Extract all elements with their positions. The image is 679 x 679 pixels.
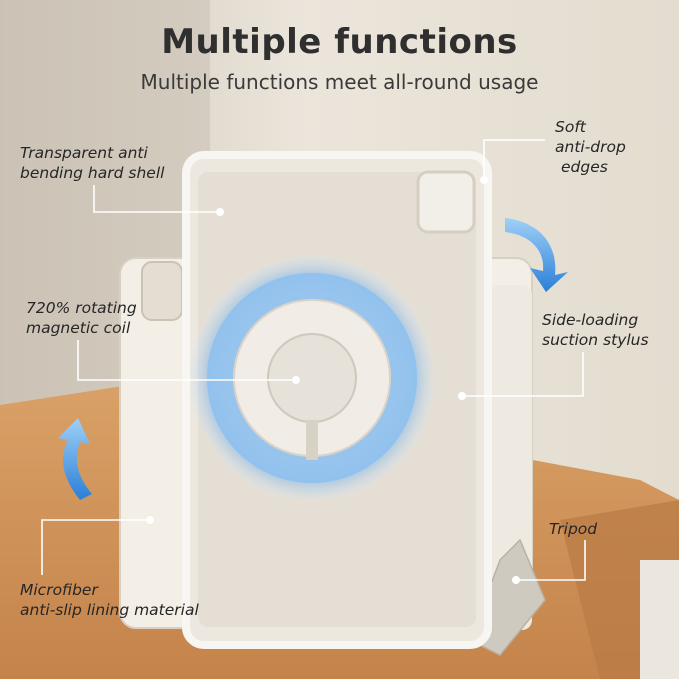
magnetic-coil-hole xyxy=(267,333,357,423)
anchor-tripod xyxy=(512,576,520,584)
callout-edges-line-3: edges xyxy=(561,158,608,176)
leader-coil xyxy=(77,340,296,381)
anchor-coil xyxy=(292,376,300,384)
callout-coil-line-2: magnetic coil xyxy=(26,319,131,337)
callout-edges-line-1: Soft xyxy=(555,118,586,136)
callout-lining-line-1: Microfiber xyxy=(20,581,98,599)
leader-tripod xyxy=(516,540,586,581)
leader-stylus xyxy=(462,352,584,397)
callout-edges-line-2: anti-drop xyxy=(555,138,626,156)
floor-right xyxy=(640,560,679,679)
hard-shell-camera-cutout xyxy=(416,170,476,234)
rotate-arrow-left-icon xyxy=(58,418,92,500)
leader-lining xyxy=(41,519,150,575)
anchor-edges xyxy=(480,176,488,184)
callout-lining: Microfiber anti-slip lining material xyxy=(20,580,199,620)
callout-anchor-dots xyxy=(146,176,520,584)
anchor-stylus xyxy=(458,392,466,400)
leader-edges xyxy=(483,139,545,180)
callout-lining-line-2: anti-slip lining material xyxy=(20,601,199,619)
magnetic-coil-ring xyxy=(207,273,417,483)
rotate-arrow-right-icon xyxy=(505,218,568,292)
callout-stylus-line-2: suction stylus xyxy=(542,331,649,349)
page-title: Multiple functions xyxy=(161,22,518,62)
callout-stylus-line-1: Side-loading xyxy=(542,311,639,329)
folio-cover-left-camera xyxy=(141,261,183,321)
magnetic-coil-notch xyxy=(306,420,318,460)
callout-shell: Transparent anti bending hard shell xyxy=(20,143,164,183)
callout-leader-lines xyxy=(41,139,586,581)
callout-shell-line-1: Transparent anti xyxy=(20,144,148,162)
callout-coil: 720% rotating magnetic coil xyxy=(26,298,137,338)
leader-shell xyxy=(93,185,220,213)
page-subtitle: Multiple functions meet all-round usage xyxy=(140,70,539,94)
callout-edges: Soft anti-drop edges xyxy=(555,117,626,177)
callout-stylus: Side-loading suction stylus xyxy=(542,310,649,350)
anchor-lining xyxy=(146,516,154,524)
callout-tripod-line-1: Tripod xyxy=(549,520,598,538)
callout-shell-line-2: bending hard shell xyxy=(20,164,165,182)
callout-coil-line-1: 720% rotating xyxy=(26,299,137,317)
anchor-shell xyxy=(216,208,224,216)
callout-tripod: Tripod xyxy=(549,519,597,539)
